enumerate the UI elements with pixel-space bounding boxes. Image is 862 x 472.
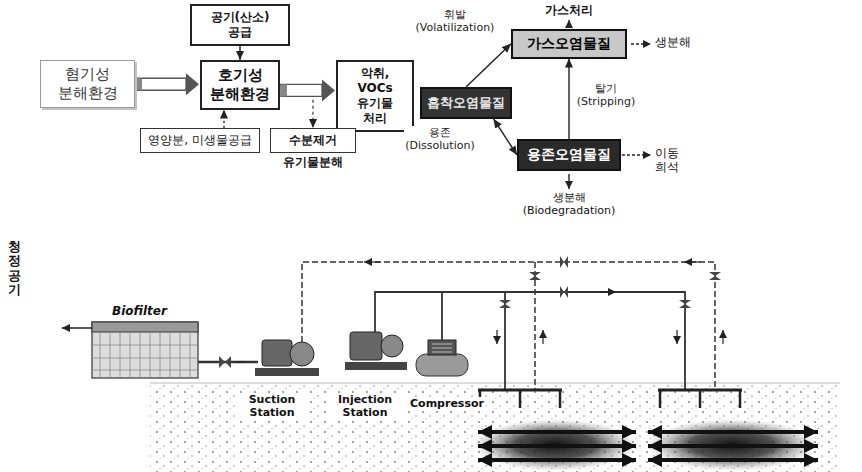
- arrow-head: [322, 79, 335, 101]
- process-box: 호기성 분해환경: [200, 60, 280, 110]
- arrow-head: [186, 73, 199, 95]
- flow-arrow-stub: [136, 78, 142, 90]
- connector: [223, 110, 224, 129]
- part-name: Compressor: [408, 397, 486, 410]
- connector: [568, 59, 569, 140]
- box-text: 용존오염물질: [527, 146, 611, 164]
- process-label: 생분해: [655, 35, 691, 49]
- box-text: 호기성 분해환경: [207, 66, 273, 104]
- piping: [302, 256, 742, 408]
- box-subtext: 유기물분해: [261, 155, 365, 170]
- process-box: 공기(산소) 공급: [190, 4, 290, 46]
- part-name: Suction Station: [236, 393, 308, 419]
- process-box: 영양분, 미생물공급: [140, 128, 260, 153]
- output-label: 가스처리: [539, 3, 599, 17]
- process-box: 악취, VOCs 유기물 처리: [336, 60, 414, 132]
- connector: [239, 46, 240, 60]
- biofilter-unit: [62, 322, 198, 378]
- connector: [494, 119, 517, 155]
- ground: [150, 383, 840, 472]
- connector: [466, 44, 511, 87]
- phase-box: 용존오염물질: [517, 139, 621, 171]
- connector-group: [281, 79, 335, 101]
- edge-label: 탈기 (Stripping): [575, 82, 637, 108]
- connector-group: [569, 59, 570, 140]
- connector-group: [466, 44, 511, 87]
- compressor-unit: [416, 340, 468, 376]
- flow-arrow: [136, 78, 186, 90]
- injection-blower: [345, 332, 407, 370]
- connector-group: [494, 119, 517, 155]
- contaminant-plume: [473, 419, 818, 471]
- part-name: Biofilter: [112, 304, 167, 318]
- flow-arrow: [281, 84, 322, 96]
- box-text: 악취, VOCs 유기물 처리: [343, 66, 407, 126]
- phase-box: 가스오염물질: [511, 29, 627, 59]
- connector-group: [240, 46, 241, 60]
- box-text: 수분제거: [289, 133, 337, 148]
- connector-group: [224, 110, 225, 129]
- process-label: 생분해 (Biodegradation): [514, 191, 624, 217]
- box-text: 공기(산소) 공급: [197, 10, 283, 40]
- box-text: 영양분, 미생물공급: [148, 133, 252, 148]
- flow-arrow-stub: [281, 84, 287, 96]
- box-text: 흡착오염물질: [427, 95, 505, 111]
- output-label: 청정공기: [8, 240, 21, 297]
- suction-pump: [198, 340, 319, 376]
- phase-box: 흡착오염물질: [420, 87, 512, 119]
- process-label: 이동 희석: [655, 146, 685, 175]
- part-name: Injection Station: [326, 393, 404, 419]
- edge-label: 휘발 (Volatilization): [410, 8, 500, 34]
- edge-label: 용존 (Dissolution): [404, 126, 476, 152]
- process-box: 수분제거유기물분해: [270, 128, 356, 153]
- process-box: 혐기성 분해환경: [40, 60, 135, 108]
- box-text: 가스오염물질: [527, 35, 611, 53]
- box-text: 혐기성 분해환경: [46, 65, 129, 103]
- connector-group: [136, 73, 199, 95]
